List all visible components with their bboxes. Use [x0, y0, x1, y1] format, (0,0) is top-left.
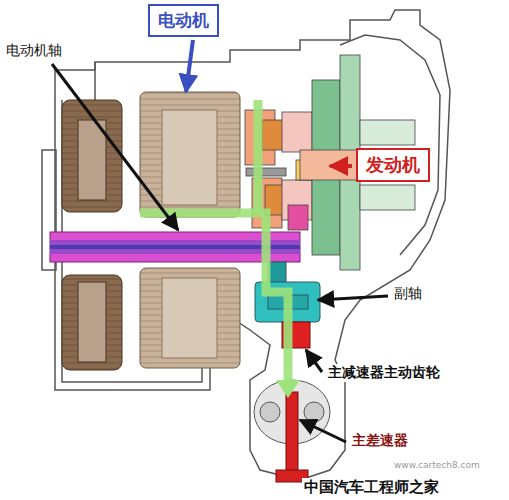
watermark-url: www.cartech8.com: [392, 460, 482, 470]
differential-label: 主差速器: [350, 432, 410, 450]
differential: [254, 380, 330, 482]
watermark: 中国汽车工程师之家: [302, 478, 441, 497]
engine-callout-box: 发动机: [356, 148, 430, 182]
housing: [42, 10, 450, 480]
callout-text: 电动机: [158, 9, 209, 32]
countershaft-label: 副轴: [392, 285, 424, 303]
callout-text: 发动机: [366, 153, 420, 177]
motor-stator: [140, 92, 240, 368]
shaft-label: 电动机轴: [4, 42, 64, 60]
motor-callout-box: 电动机: [148, 4, 219, 37]
pinion-label: 主减速器主动齿轮: [326, 364, 442, 382]
power-flow: [140, 100, 300, 398]
